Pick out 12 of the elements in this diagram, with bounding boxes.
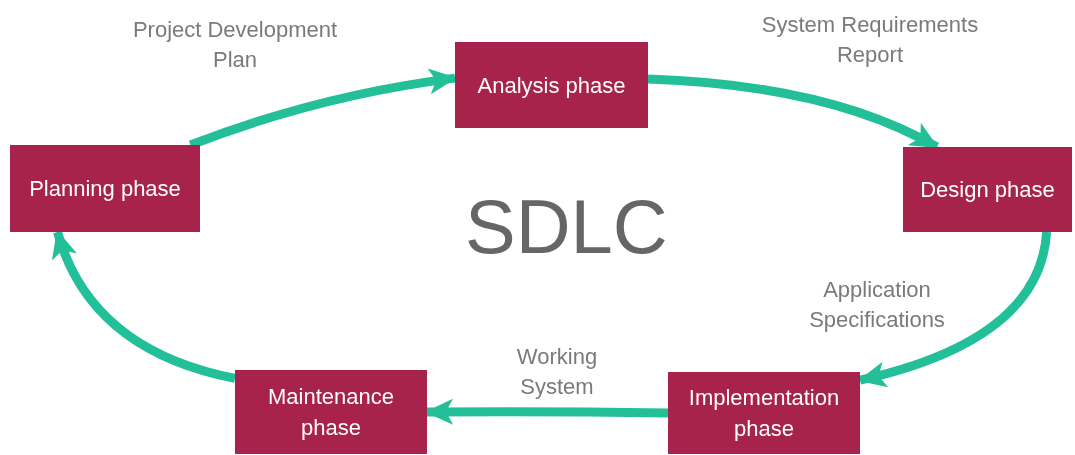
diagram-title: SDLC (465, 185, 668, 269)
phase-box (668, 372, 860, 454)
phase-label: Maintenance phase (267, 383, 395, 442)
phase-box (903, 147, 1072, 232)
phase-box (10, 145, 200, 232)
phase-box (455, 42, 648, 128)
phase-label: Analysis phase (477, 71, 626, 100)
curved-arrow (53, 230, 236, 383)
phase-label: Implementation phase (687, 384, 841, 443)
phase-label: Planning phase (29, 175, 181, 203)
phase-label: Design phase (920, 176, 1055, 204)
phase-box (235, 370, 427, 454)
